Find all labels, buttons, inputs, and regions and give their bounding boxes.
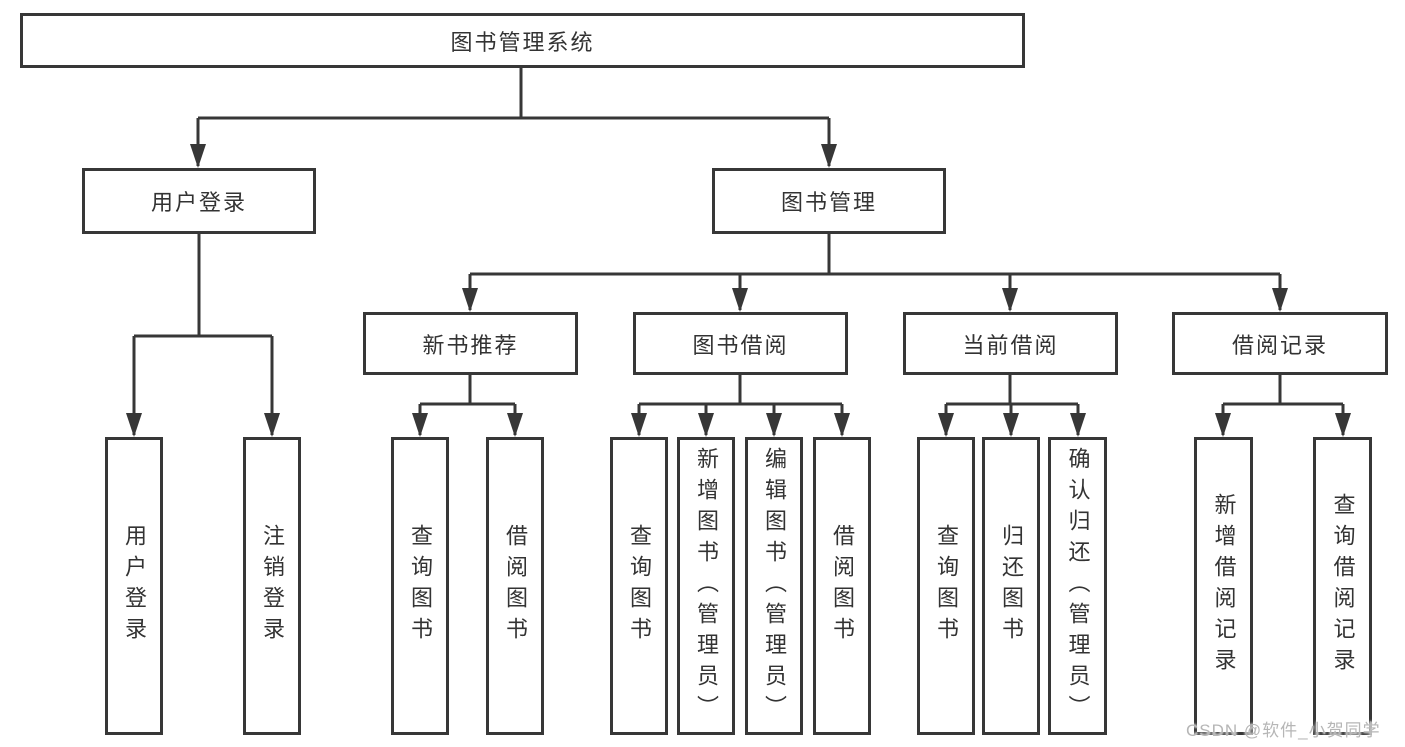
leaf-return-books: 归还图书 (982, 437, 1040, 735)
leaf-query-books-2-label: 查询图书 (627, 524, 652, 648)
leaf-borrow-books-2-label: 借阅图书 (830, 524, 855, 648)
leaf-add-borrow-record: 新增借阅记录 (1194, 437, 1253, 735)
node-new-book-recommend: 新书推荐 (363, 312, 578, 375)
node-new-book-recommend-label: 新书推荐 (422, 332, 519, 358)
leaf-borrow-books-1-label: 借阅图书 (503, 524, 528, 648)
leaf-edit-books-admin-label: 编辑图书（管理员） (762, 446, 787, 726)
node-user-login-label: 用户登录 (150, 190, 247, 215)
leaf-borrow-books-1: 借阅图书 (486, 437, 544, 735)
leaf-user-login-label: 用户登录 (122, 524, 147, 648)
leaf-query-books-1-label: 查询图书 (408, 524, 433, 648)
leaf-query-borrow-record-label: 查询借阅记录 (1330, 493, 1356, 679)
node-borrowing-records: 借阅记录 (1172, 312, 1388, 375)
leaf-confirm-return-admin: 确认归还（管理员） (1048, 437, 1107, 735)
node-root: 图书管理系统 (20, 13, 1025, 68)
leaf-add-books-admin-label: 新增图书（管理员） (694, 446, 719, 726)
leaf-edit-books-admin: 编辑图书（管理员） (745, 437, 803, 735)
node-borrowing-records-label: 借阅记录 (1231, 332, 1328, 358)
leaf-logout-label: 注销登录 (260, 524, 285, 648)
node-root-label: 图书管理系统 (450, 29, 595, 55)
leaf-borrow-books-2: 借阅图书 (813, 437, 871, 735)
leaf-return-books-label: 归还图书 (999, 524, 1024, 648)
node-book-borrowing: 图书借阅 (633, 312, 848, 375)
leaf-query-books-3-label: 查询图书 (934, 524, 959, 648)
node-book-borrowing-label: 图书借阅 (692, 332, 789, 358)
leaf-logout: 注销登录 (243, 437, 301, 735)
node-book-management-label: 图书管理 (780, 190, 877, 215)
leaf-query-books-2: 查询图书 (610, 437, 668, 735)
leaf-query-books-3: 查询图书 (917, 437, 975, 735)
leaf-add-borrow-record-label: 新增借阅记录 (1211, 493, 1237, 679)
node-book-management: 图书管理 (712, 168, 946, 234)
leaf-confirm-return-admin-label: 确认归还（管理员） (1065, 446, 1091, 726)
leaf-query-borrow-record: 查询借阅记录 (1313, 437, 1372, 735)
csdn-watermark: CSDN @软件_小贺同学 (1186, 721, 1381, 740)
node-current-borrowing: 当前借阅 (903, 312, 1118, 375)
leaf-user-login: 用户登录 (105, 437, 163, 735)
leaf-add-books-admin: 新增图书（管理员） (677, 437, 735, 735)
leaf-query-books-1: 查询图书 (391, 437, 449, 735)
node-current-borrowing-label: 当前借阅 (962, 332, 1059, 358)
node-user-login: 用户登录 (82, 168, 316, 234)
